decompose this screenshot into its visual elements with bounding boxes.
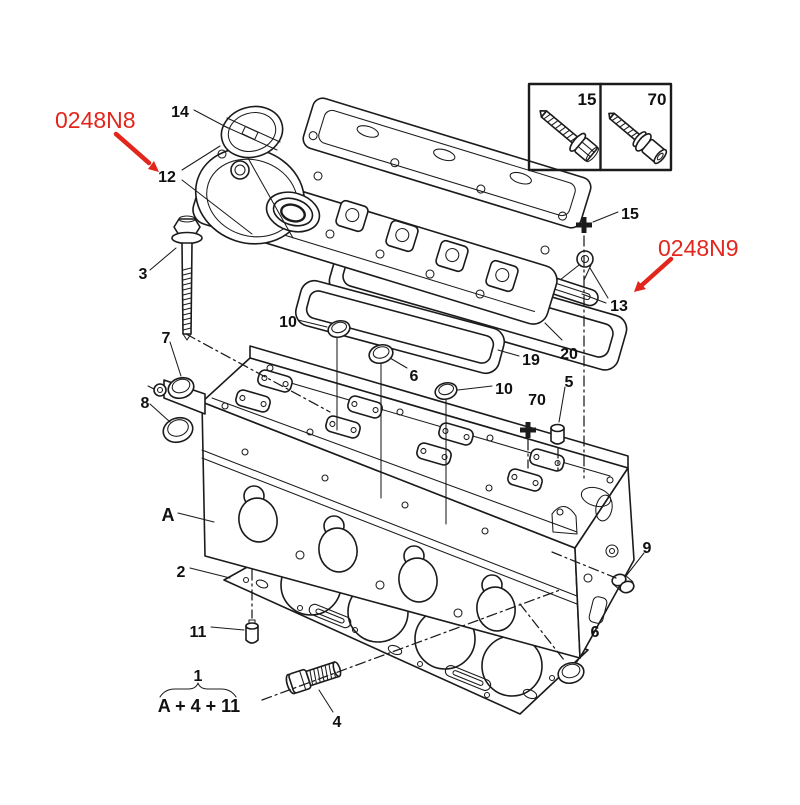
part-label-6-bottom: 6: [591, 624, 600, 641]
cap-6-bottom: [557, 661, 585, 685]
part-label-10-right: 10: [495, 381, 513, 398]
red-arrow-0248N9: [634, 256, 674, 292]
part-label-10-left: 10: [279, 314, 297, 331]
part-label-11: 11: [190, 624, 207, 641]
part-label-A: A: [162, 505, 175, 525]
part-label-6-mid: 6: [410, 368, 419, 385]
part-label-15: 15: [621, 206, 639, 223]
screw-plug-4: [285, 661, 342, 695]
part-label-12: 12: [158, 169, 176, 186]
red-code-0248N8: 0248N8: [55, 107, 136, 133]
part-label-3: 3: [139, 266, 148, 283]
part-label-8: 8: [141, 395, 150, 412]
bolt-position-70: [520, 422, 536, 438]
part-label-2: 2: [177, 564, 186, 581]
cam-bearing-caps: [235, 369, 565, 492]
cap-8: [162, 416, 194, 444]
cap-6-mid: [368, 343, 394, 365]
inset-label-70: 70: [648, 90, 667, 109]
valve-cover: [192, 147, 558, 325]
part-label-20: 20: [560, 346, 578, 363]
part-label-9: 9: [643, 540, 652, 557]
leader-lines: [149, 109, 645, 713]
part-label-14: 14: [171, 104, 189, 121]
inset-bolt-15: [539, 109, 600, 163]
fastener-inset-box: [527, 82, 673, 172]
part-label-7: 7: [162, 330, 171, 347]
red-code-0248N9: 0248N9: [658, 235, 739, 261]
construction-lines: [185, 235, 617, 701]
nut-9: [611, 573, 635, 594]
part-labels: 14 12 3 7 8 10 6 10 19 20 15 13 70 5 A 2…: [139, 90, 667, 731]
inset-stud-70: [608, 112, 668, 165]
oil-filler-cap: [220, 105, 284, 159]
cap-10-left: [327, 319, 351, 339]
cylinder-head: [147, 345, 635, 659]
head-bolt: [171, 215, 203, 341]
inset-label-15: 15: [578, 90, 597, 109]
red-arrow-0248N8: [113, 131, 159, 172]
group-formula: A + 4 + 11: [158, 696, 240, 716]
cover-gasket-19: [294, 279, 506, 375]
bolt-position-15: [576, 217, 592, 233]
dowel-11: [245, 619, 259, 644]
cover-plate: [302, 97, 592, 229]
spark-plug-wells: [335, 199, 519, 293]
cap-7: [167, 376, 195, 400]
cap-10-right: [434, 381, 458, 401]
camshaft-seal: [265, 191, 321, 233]
group-label-1: 1: [194, 668, 203, 685]
part-label-13: 13: [610, 298, 628, 315]
red-callouts: 0248N8 0248N9: [55, 107, 739, 292]
oil-filler-opening: [230, 160, 250, 180]
part-label-70: 70: [528, 392, 546, 409]
part-label-19: 19: [522, 352, 540, 369]
part-label-4: 4: [333, 714, 342, 731]
intake-ports: [238, 485, 516, 632]
part-label-5: 5: [565, 374, 574, 391]
dowel-5: [550, 423, 565, 445]
